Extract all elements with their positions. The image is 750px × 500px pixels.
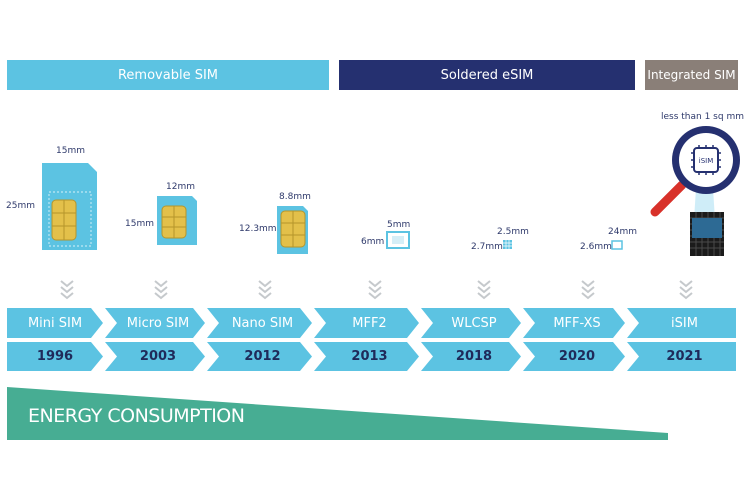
timeline-name-segment [207, 308, 312, 338]
isim-size-label: less than 1 sq mm [661, 112, 744, 122]
timeline-year-segment [7, 342, 103, 371]
timeline-name-label: Micro SIM [126, 315, 190, 331]
micro-width-label: 12mm [166, 182, 195, 192]
wlcsp-width-label: 2.5mm [497, 227, 529, 237]
timeline-year-label: 2021 [666, 349, 703, 364]
timeline-name-segment [7, 308, 103, 338]
timeline-name-label: WLCSP [451, 315, 497, 331]
nano-sim-card [277, 206, 308, 254]
energy-consumption-label: ENERGY CONSUMPTION [28, 405, 245, 427]
timeline-name-label: Mini SIM [27, 315, 83, 331]
timeline-year-label: 1996 [36, 349, 74, 364]
mff2-height-label: 6mm [361, 237, 385, 247]
timeline-name-segment [523, 308, 625, 338]
mini-sim-card [42, 163, 97, 250]
mffxs-chip [611, 240, 623, 250]
timeline-name-label: Nano SIM [231, 315, 294, 331]
chevron-down-icon [60, 280, 74, 300]
mff2-chip [386, 231, 410, 249]
band-soldered-esim: Soldered eSIM [339, 60, 635, 90]
chevron-down-icon [258, 280, 272, 300]
mini-height-label: 25mm [6, 201, 35, 211]
timeline-name-segment [627, 308, 736, 338]
timeline-name-label: MFF2 [352, 315, 387, 331]
band-removable-label: Removable SIM [117, 67, 219, 83]
timeline-year-label: 2012 [244, 349, 281, 364]
timeline-year-segment [314, 342, 419, 371]
timeline-year-label: 2020 [558, 349, 596, 364]
timeline-year-segment [627, 342, 736, 371]
micro-height-label: 15mm [125, 219, 154, 229]
wlcsp-height-label: 2.7mm [471, 242, 503, 252]
chevron-down-icon [477, 280, 491, 300]
timeline-year-segment [421, 342, 521, 371]
timeline-year-label: 2018 [455, 349, 493, 364]
nano-width-label: 8.8mm [279, 192, 311, 202]
chevron-down-icon [679, 280, 693, 300]
mffxs-height-label: 2.6mm [580, 242, 612, 252]
timeline-name-label: iSIM [671, 315, 698, 331]
isim-magnifier [650, 126, 740, 256]
chevron-down-icon [581, 280, 595, 300]
chevron-down-icon [368, 280, 382, 300]
band-removable-sim: Removable SIM [7, 60, 329, 90]
band-integrated-sim: Integrated SIM [645, 60, 738, 90]
isim-chip-label: iSIM [699, 157, 714, 165]
timeline-year-segment [105, 342, 205, 371]
micro-sim-card [157, 196, 197, 245]
band-integrated-label: Integrated SIM [647, 68, 736, 82]
wlcsp-chip [503, 240, 512, 249]
nano-height-label: 12.3mm [239, 224, 277, 234]
timeline-year-label: 2013 [351, 349, 388, 364]
timeline-year-segment [523, 342, 625, 371]
timeline-name-segment [105, 308, 205, 338]
mffxs-width-label: 24mm [608, 227, 637, 237]
timeline-name-label: MFF-XS [553, 315, 601, 331]
timeline-name-segment [421, 308, 521, 338]
timeline-year-label: 2003 [139, 349, 177, 364]
mff2-width-label: 5mm [387, 220, 411, 230]
timeline-year-segment [207, 342, 312, 371]
chevron-down-icon [154, 280, 168, 300]
timeline-name-segment [314, 308, 419, 338]
band-soldered-label: Soldered eSIM [440, 67, 534, 83]
mini-width-label: 15mm [56, 146, 85, 156]
